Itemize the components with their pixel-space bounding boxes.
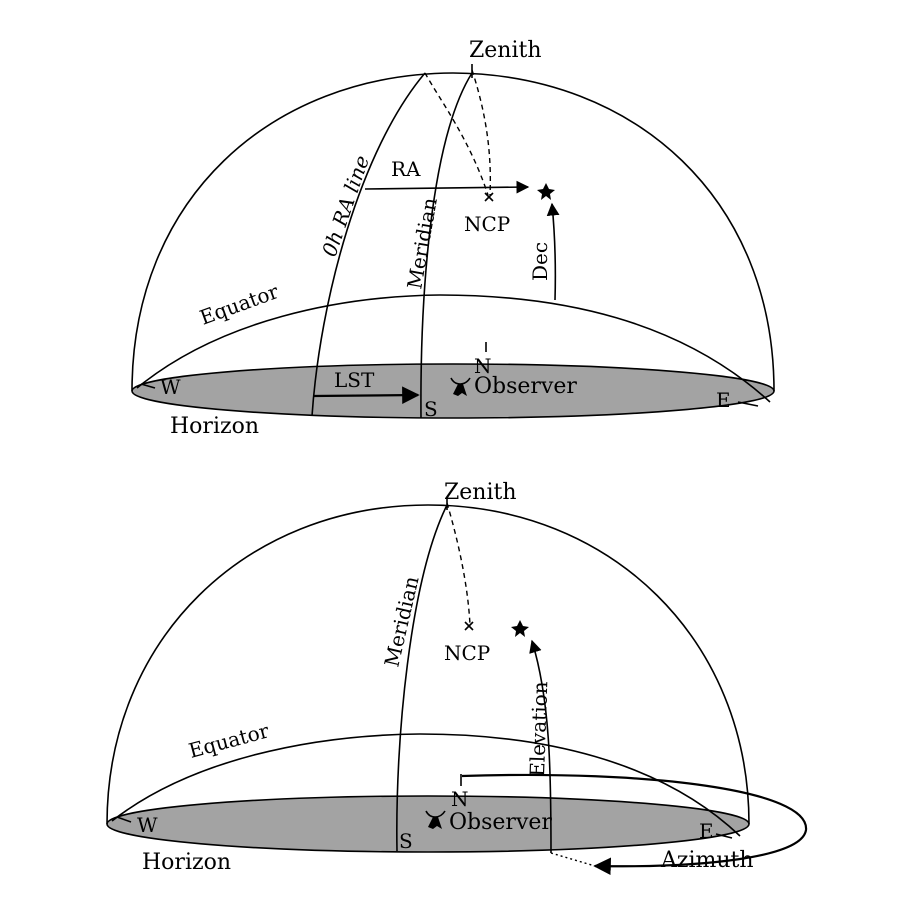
top-north-label: N [474, 354, 492, 378]
top-zenith-label: Zenith [469, 38, 542, 63]
top-south-label: S [424, 397, 438, 421]
bottom-west-label: W [137, 813, 158, 837]
top-ra-arrow [364, 180, 530, 194]
bottom-zenith-label: Zenith [444, 480, 517, 505]
bottom-east-label: E [699, 819, 714, 843]
bottom-meridian-label: Meridian [379, 574, 423, 669]
bottom-star-icon [511, 620, 529, 637]
top-ncp-marker [484, 192, 494, 202]
top-dec-label: Dec [528, 242, 552, 281]
top-ncp-label: NCP [464, 212, 510, 236]
top-0h-ra-line [311, 72, 426, 417]
top-lst-arrow [312, 386, 420, 404]
top-observer-label: Observer [474, 374, 577, 399]
top-ncp-dash-1 [424, 72, 489, 196]
bottom-ncp-label: NCP [444, 641, 490, 665]
bottom-meridian-line [396, 504, 448, 852]
top-ncp-dash-2 [471, 69, 492, 196]
top-star-icon [537, 183, 555, 200]
bottom-azimuth-dots [550, 852, 596, 867]
top-ra-label: RA [391, 157, 421, 181]
top-meridian-line [420, 72, 473, 419]
bottom-elevation-label: Elevation [525, 681, 552, 777]
bottom-ncp-dash [446, 502, 471, 626]
bottom-elevation-arrow [529, 639, 552, 854]
bottom-dome [106, 504, 750, 825]
top-horizon-label: Horizon [170, 414, 259, 439]
top-meridian-label: Meridian [402, 196, 442, 291]
bottom-horizon-label: Horizon [142, 850, 231, 875]
bottom-azimuth-arrow [461, 773, 808, 876]
bottom-south-label: S [399, 829, 413, 853]
top-east-label: E [716, 388, 731, 412]
top-panel: Zenith 0h RA line RA NCP Meridian Dec Eq… [131, 38, 775, 439]
bottom-azimuth-label: Azimuth [660, 848, 754, 873]
top-dec-arrow [546, 202, 560, 301]
bottom-north-label: N [451, 787, 469, 811]
bottom-equator-label: Equator [186, 718, 272, 762]
bottom-observer-icon [425, 810, 446, 829]
top-lst-label: LST [334, 368, 375, 392]
top-ra-line-label: 0h RA line [317, 152, 374, 259]
top-observer-icon [450, 377, 471, 396]
top-equator-label: Equator [197, 279, 283, 330]
bottom-equator-line [111, 733, 741, 837]
top-west-label: W [160, 375, 181, 399]
bottom-panel: Zenith Meridian NCP Elevation Equator N … [106, 480, 808, 876]
bottom-ncp-marker [464, 621, 474, 631]
top-equator-line [136, 294, 771, 403]
top-horizon-disc [131, 363, 775, 419]
bottom-observer-label: Observer [449, 810, 552, 835]
top-dome [131, 72, 775, 392]
bottom-horizon-disc [106, 795, 750, 853]
